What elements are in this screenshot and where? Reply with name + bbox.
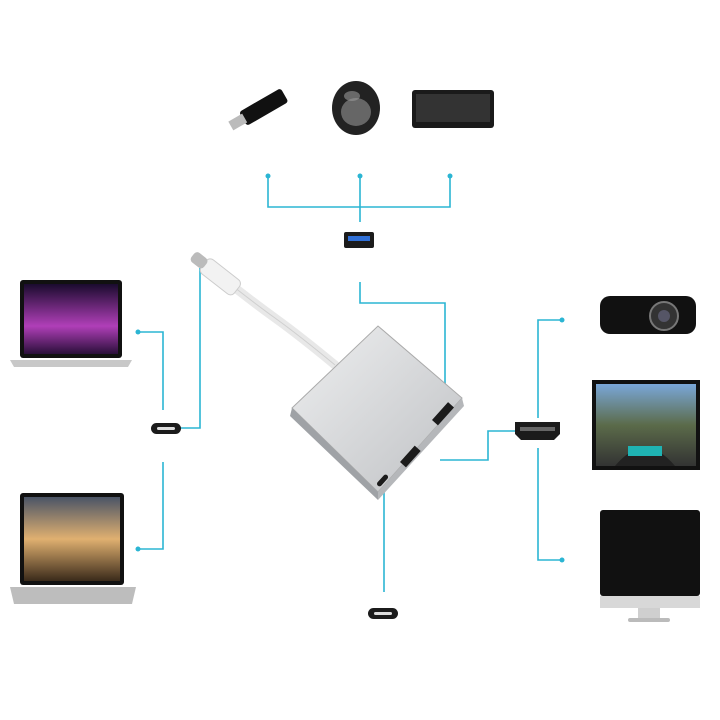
hdmi-port-icon: [515, 422, 560, 440]
keyboard-icon: [412, 90, 494, 128]
racing-game-monitor-icon: [592, 380, 700, 470]
usb-c-cable: [190, 252, 340, 370]
laptop-mountain-wallpaper-icon: [10, 493, 136, 604]
adapter-hdmi-port: [400, 445, 421, 468]
usb-c-port-icon: [151, 423, 181, 434]
connector-dots: [135, 173, 565, 563]
laptop-purple-wallpaper-icon: [10, 280, 132, 367]
adapter-usb-a-port: [432, 402, 455, 426]
desktop-monitor-icon: [600, 510, 700, 622]
adapter-usb-c-port: [377, 474, 389, 487]
projector-icon: [600, 296, 696, 334]
usb-c-port-bottom-icon: [368, 608, 398, 619]
mouse-icon: [332, 81, 380, 135]
connector-lines: [138, 176, 562, 592]
usb-flash-drive-icon: [228, 89, 288, 131]
usb-a-port-icon: [344, 232, 374, 248]
adapter-body: [290, 325, 464, 500]
